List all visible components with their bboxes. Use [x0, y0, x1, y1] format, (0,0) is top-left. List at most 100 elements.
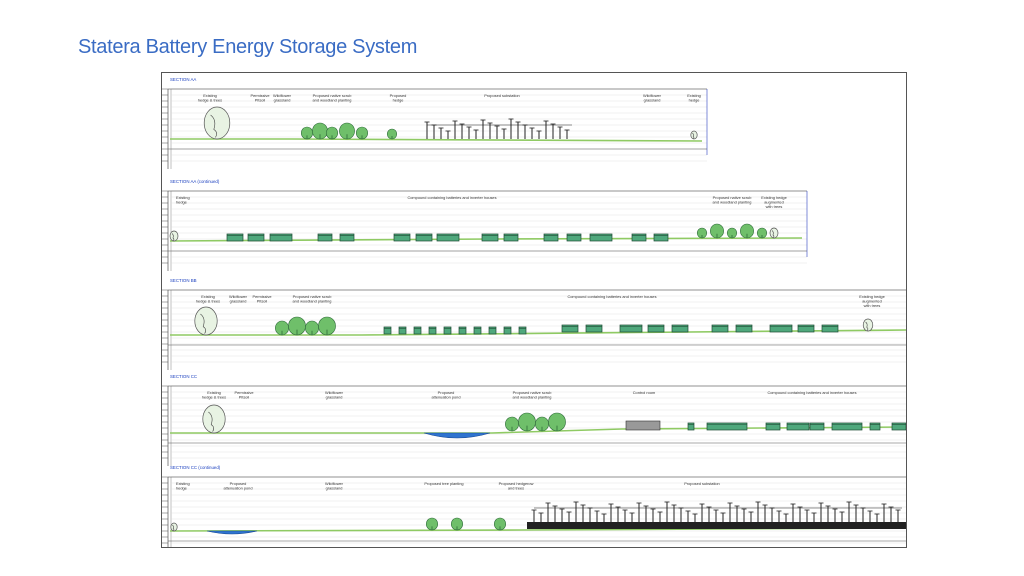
battery-unit: [428, 326, 437, 335]
battery-unit: [543, 233, 559, 242]
battery-body: [481, 233, 499, 242]
hedge-branch: [210, 114, 217, 138]
battery-unit: [735, 324, 753, 333]
native-woodland-tree: [305, 320, 319, 336]
battery-body: [383, 326, 392, 335]
battery-unit: [711, 324, 729, 333]
native-woodland-tree: [288, 316, 306, 336]
callout-label: Proposed substation: [684, 481, 719, 486]
battery-unit: [797, 324, 815, 333]
battery-body: [398, 326, 407, 335]
ground-profile: [170, 329, 906, 336]
control-room: [625, 420, 661, 431]
battery-body: [413, 326, 422, 335]
callout-label: augmented: [764, 200, 783, 205]
battery-body: [631, 233, 647, 242]
callout-label: attenuation pond: [224, 486, 253, 491]
callout-label: Existing: [176, 195, 190, 200]
battery-unit: [869, 422, 881, 431]
callout-label: Existing: [687, 93, 701, 98]
hedge-outline: [194, 306, 218, 336]
callout-label: hedge: [176, 200, 187, 205]
proposed-substation: [531, 501, 902, 522]
battery-unit: [473, 326, 482, 335]
existing-hedge: [170, 522, 178, 532]
battery-body: [393, 233, 411, 242]
hedge-outline: [690, 130, 698, 140]
native-woodland-tree: [726, 227, 738, 239]
hedge-outline: [170, 522, 178, 532]
battery-unit: [891, 422, 906, 431]
callout-label: Pitsoil: [239, 395, 250, 400]
callout-label: Proposed substation: [484, 93, 519, 98]
battery-unit: [786, 422, 810, 431]
callout-label: Permissive: [252, 294, 271, 299]
battery-body: [821, 324, 839, 333]
callout-label: Compound containing batteries and invert…: [407, 195, 496, 200]
battery-unit: [488, 326, 497, 335]
hedge-branch: [171, 233, 175, 241]
callout-label: and trees: [508, 486, 524, 491]
callout-label: with trees: [766, 204, 783, 209]
battery-unit: [415, 233, 433, 242]
existing-hedge: [203, 106, 231, 140]
callout-label: hedge: [176, 486, 187, 491]
callout-label: and woodland planting: [313, 98, 352, 103]
callout-label: Wildflower: [325, 481, 344, 486]
callout-label: Proposed: [390, 93, 407, 98]
callout-label: Proposed: [438, 390, 455, 395]
attenuation-pond: [206, 530, 258, 535]
callout-label: Existing: [203, 93, 217, 98]
proposed-tree: [425, 517, 438, 531]
proposed-tree: [493, 517, 506, 531]
battery-body: [589, 233, 613, 242]
battery-body: [711, 324, 729, 333]
callout-label: Control room: [633, 390, 656, 395]
battery-unit: [653, 233, 669, 242]
native-woodland-tree: [740, 223, 754, 239]
battery-unit: [393, 233, 411, 242]
battery-unit: [518, 326, 527, 335]
callout-label: hedge & trees: [198, 98, 222, 103]
battery-body: [619, 324, 643, 333]
battery-unit: [687, 422, 695, 431]
callout-label: Existing: [176, 481, 190, 486]
battery-body: [653, 233, 669, 242]
callout-label: Proposed hedgerow: [499, 481, 534, 486]
battery-body: [503, 326, 512, 335]
battery-unit: [706, 422, 748, 431]
callout-label: Existing: [201, 294, 215, 299]
callout-label: grassland: [274, 98, 291, 103]
battery-unit: [458, 326, 467, 335]
section-grid: [162, 289, 906, 370]
callout-label: hedge: [689, 98, 700, 103]
battery-body: [339, 233, 355, 242]
callout-label: grassland: [230, 299, 247, 304]
callout-label: Pitsoil: [255, 98, 266, 103]
battery-body: [769, 324, 793, 333]
existing-hedge-augmented: [862, 318, 874, 332]
section-title: SECTION CC (continued): [170, 465, 221, 470]
battery-unit: [503, 233, 519, 242]
callout-label: with trees: [864, 303, 881, 308]
callout-label: Wildflower: [643, 93, 662, 98]
proposed-hedge: [386, 128, 398, 140]
battery-unit: [247, 233, 265, 242]
battery-body: [226, 233, 244, 242]
hedge-branch: [208, 411, 215, 432]
callout-label: Wildflower: [229, 294, 248, 299]
callout-label: attenuation pond: [432, 395, 461, 400]
native-woodland-tree: [301, 126, 314, 140]
battery-body: [869, 422, 881, 431]
battery-unit: [831, 422, 863, 431]
battery-unit: [566, 233, 582, 242]
hedge-branch: [865, 321, 869, 331]
battery-body: [706, 422, 748, 431]
battery-body: [269, 233, 293, 242]
section-title: SECTION BB: [170, 278, 197, 283]
battery-body: [458, 326, 467, 335]
native-woodland-tree: [326, 126, 339, 140]
